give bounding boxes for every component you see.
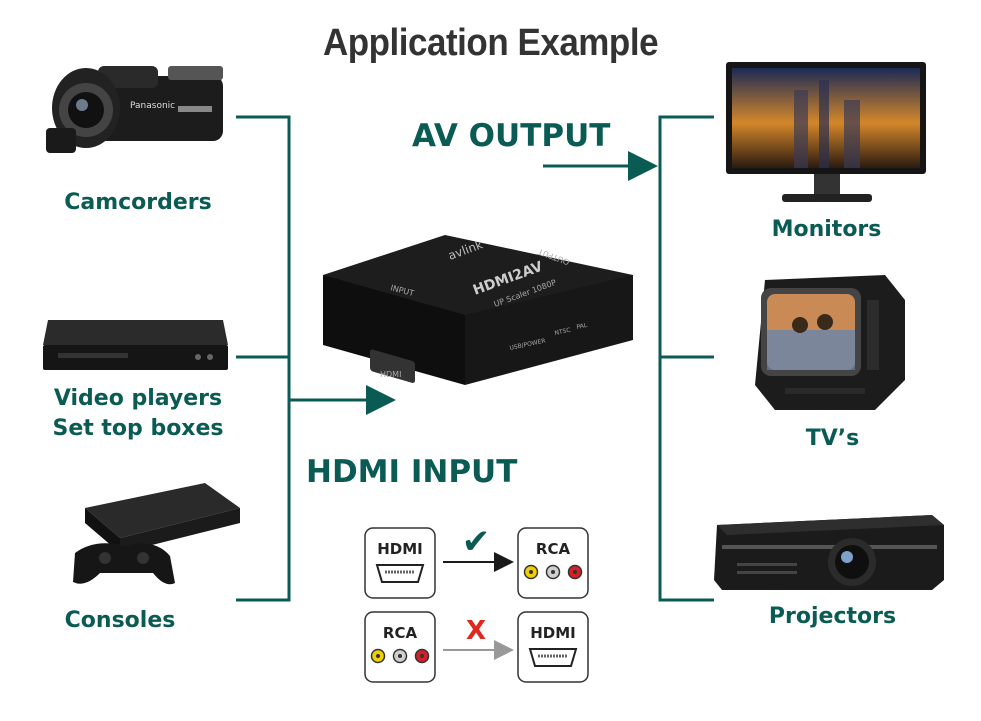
monitor-image	[724, 60, 929, 215]
cross-icon: X	[466, 616, 486, 646]
output-label-monitors: Monitors	[771, 217, 882, 242]
video-player-icon	[43, 320, 228, 370]
av-output-label: AV OUTPUT	[412, 118, 611, 154]
converter-image: avlink HDMI2AV UP Scaler 1080P INPUT OUT…	[315, 215, 635, 410]
source-label-camcorders: Camcorders	[64, 190, 212, 215]
camcorder-icon: Panasonic	[46, 66, 223, 153]
projector-image	[712, 505, 947, 605]
tv-image	[745, 270, 915, 425]
rca-target-label: RCA	[536, 540, 571, 558]
svg-text:PAL: PAL	[576, 322, 589, 331]
page-title: Application Example	[322, 22, 659, 64]
hdmi-source-label: HDMI	[377, 540, 423, 558]
svg-text:Panasonic: Panasonic	[130, 101, 175, 111]
hdmi-input-label: HDMI INPUT	[306, 454, 518, 490]
hdmi-target-box	[517, 611, 589, 683]
projector-icon	[714, 515, 944, 590]
rca-source-box	[364, 611, 436, 683]
output-label-tvs: TV’s	[805, 426, 860, 451]
rca-target-box	[517, 527, 589, 599]
hdmi-target-label: HDMI	[530, 624, 576, 642]
hdmi-converter-icon: avlink HDMI2AV UP Scaler 1080P INPUT OUT…	[323, 235, 633, 385]
compat-row-hdmi-to-rca: HDMI ✔ RCA	[364, 522, 589, 599]
svg-text:HDMI: HDMI	[380, 370, 401, 379]
check-icon: ✔	[462, 522, 491, 562]
source-label-consoles: Consoles	[64, 608, 176, 633]
game-console-icon	[73, 483, 240, 585]
source-label-video-players: Video players Set top boxes	[52, 386, 224, 441]
hdmi-source-box	[364, 527, 436, 599]
monitor-icon	[726, 62, 926, 202]
svg-text:NTSC: NTSC	[554, 327, 571, 337]
video-player-image	[38, 315, 233, 380]
output-label-projectors: Projectors	[768, 604, 897, 629]
compat-row-rca-to-hdmi: RCA X HDMI	[364, 611, 589, 683]
crt-tv-icon	[755, 275, 905, 410]
rca-source-label: RCA	[383, 624, 418, 642]
camcorder-image: Panasonic	[38, 48, 228, 183]
console-image	[55, 478, 245, 598]
